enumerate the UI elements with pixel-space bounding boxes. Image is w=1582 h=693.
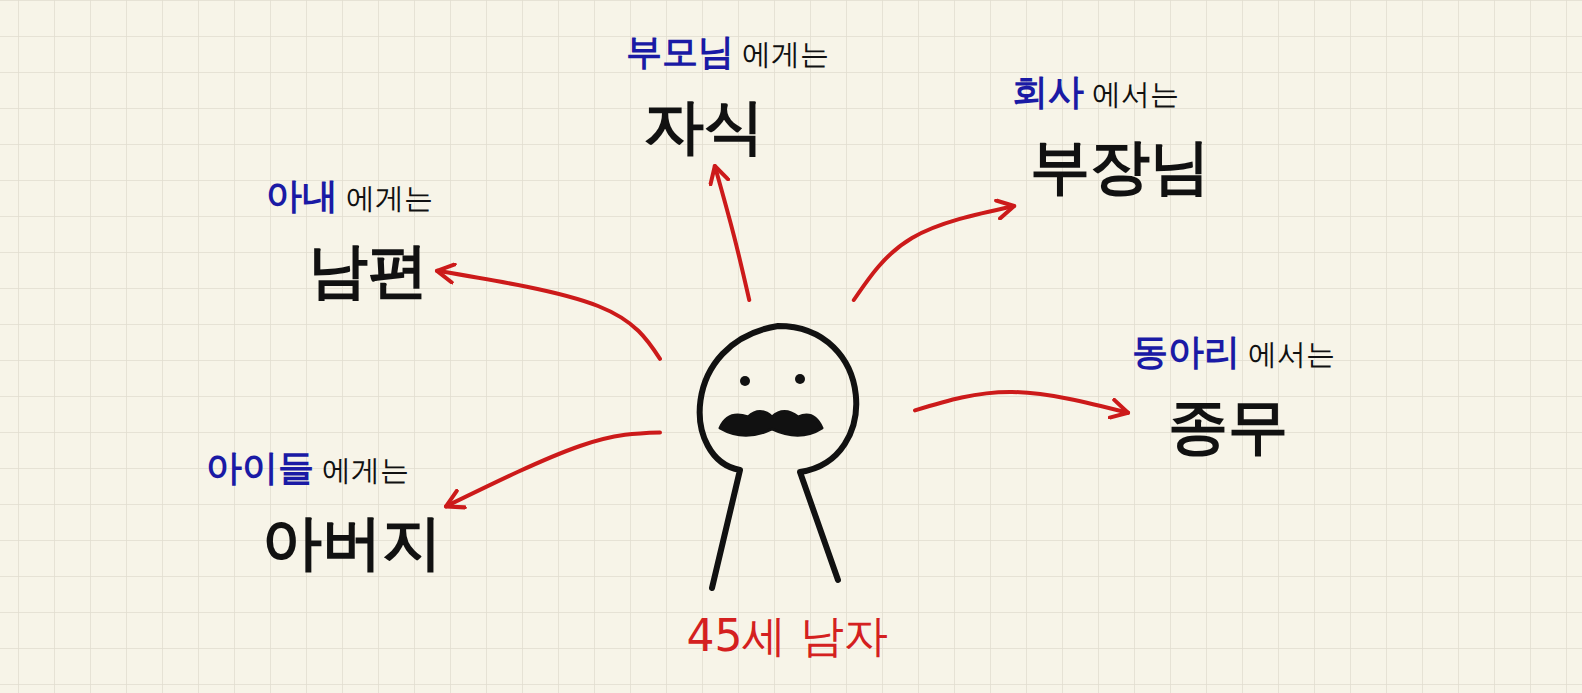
right-eye: [795, 374, 805, 384]
person-label: 45세 남자: [687, 608, 889, 664]
relation-particle: 에서는: [1092, 77, 1179, 111]
role-node: 동아리에서는종무: [1128, 326, 1339, 466]
left-eye: [740, 376, 750, 386]
role-title: 부장님: [1012, 130, 1210, 202]
relation-particle: 에서는: [1248, 337, 1335, 371]
role-arrow: [446, 432, 660, 506]
relation-name: 동아리: [1132, 331, 1240, 372]
relation-heading: 아내에게는: [266, 174, 433, 220]
role-node: 아내에게는남편: [262, 170, 437, 310]
relation-name: 부모님: [626, 31, 734, 72]
role-node: 부모님에게는자식: [622, 26, 833, 166]
role-title: 종무: [1132, 390, 1335, 462]
relation-name: 아이들: [206, 447, 314, 488]
relation-heading: 회사에서는: [1012, 70, 1210, 116]
person-node: 45세 남자: [660, 300, 915, 668]
relation-particle: 에게는: [346, 181, 433, 215]
relation-name: 회사: [1012, 71, 1084, 112]
relation-particle: 에게는: [742, 37, 829, 71]
role-arrow: [437, 271, 660, 359]
role-title: 자식: [626, 90, 829, 162]
role-arrow: [854, 206, 1014, 300]
role-arrow: [915, 392, 1128, 413]
role-title: 아버지: [206, 506, 442, 578]
role-title: 남편: [266, 234, 433, 306]
relation-heading: 아이들에게는: [206, 446, 442, 492]
figure-body: [700, 326, 857, 588]
relation-particle: 에게는: [322, 453, 409, 487]
role-node: 아이들에게는아버지: [202, 442, 446, 582]
role-arrow: [715, 166, 749, 300]
role-node: 회사에서는부장님: [1008, 66, 1214, 206]
relation-heading: 동아리에서는: [1132, 330, 1335, 376]
relation-name: 아내: [266, 175, 338, 216]
mustache: [720, 412, 822, 436]
relation-heading: 부모님에게는: [626, 30, 829, 76]
